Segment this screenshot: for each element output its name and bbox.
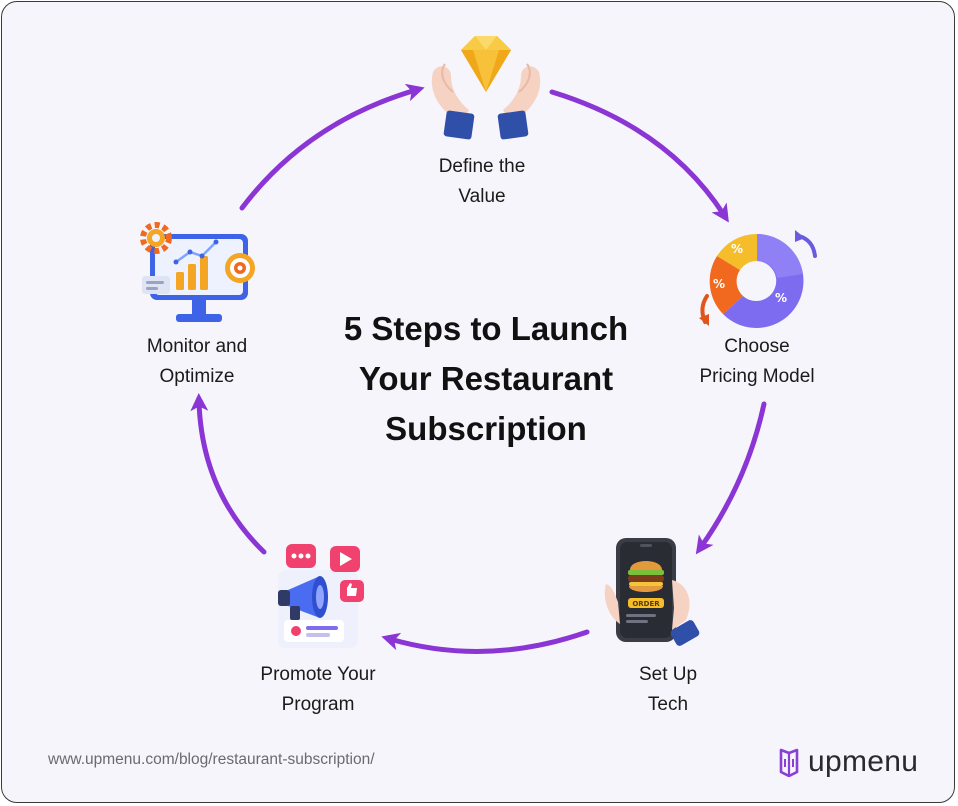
phone-burger-order-icon: ORDER xyxy=(604,538,700,646)
analytics-monitor-icon xyxy=(140,222,255,322)
megaphone-icon xyxy=(278,544,364,648)
pricing-donut-icon: % % % xyxy=(699,230,817,328)
diamond-hands-icon xyxy=(431,36,541,140)
arrow-tech-to-promote xyxy=(381,629,590,654)
infographic-title: 5 Steps to Launch Your Restaurant Subscr… xyxy=(343,310,629,447)
brand-name: upmenu xyxy=(808,745,919,778)
brand-logo: upmenu xyxy=(778,745,918,779)
arrow-pricing-to-tech xyxy=(695,401,767,555)
step-setup-tech-label: Set Up Tech xyxy=(638,664,698,715)
arrow-define-to-pricing xyxy=(549,89,729,223)
step-pricing-model-label: Choose Pricing Model xyxy=(699,336,815,387)
svg-text:%: % xyxy=(731,242,743,256)
arrow-promote-to-monitor xyxy=(190,393,267,555)
svg-text:%: % xyxy=(775,291,787,305)
svg-text:ORDER: ORDER xyxy=(632,600,660,608)
step-define-value-label: Define the Value xyxy=(438,156,526,207)
step-promote-program-label: Promote Your Program xyxy=(260,664,376,715)
svg-text:%: % xyxy=(713,277,725,291)
upmenu-logo-icon xyxy=(779,748,799,777)
arrow-monitor-to-define xyxy=(239,83,425,211)
source-url: www.upmenu.com/blog/restaurant-subscript… xyxy=(48,751,375,768)
step-monitor-optimize-label: Monitor and Optimize xyxy=(146,336,248,387)
